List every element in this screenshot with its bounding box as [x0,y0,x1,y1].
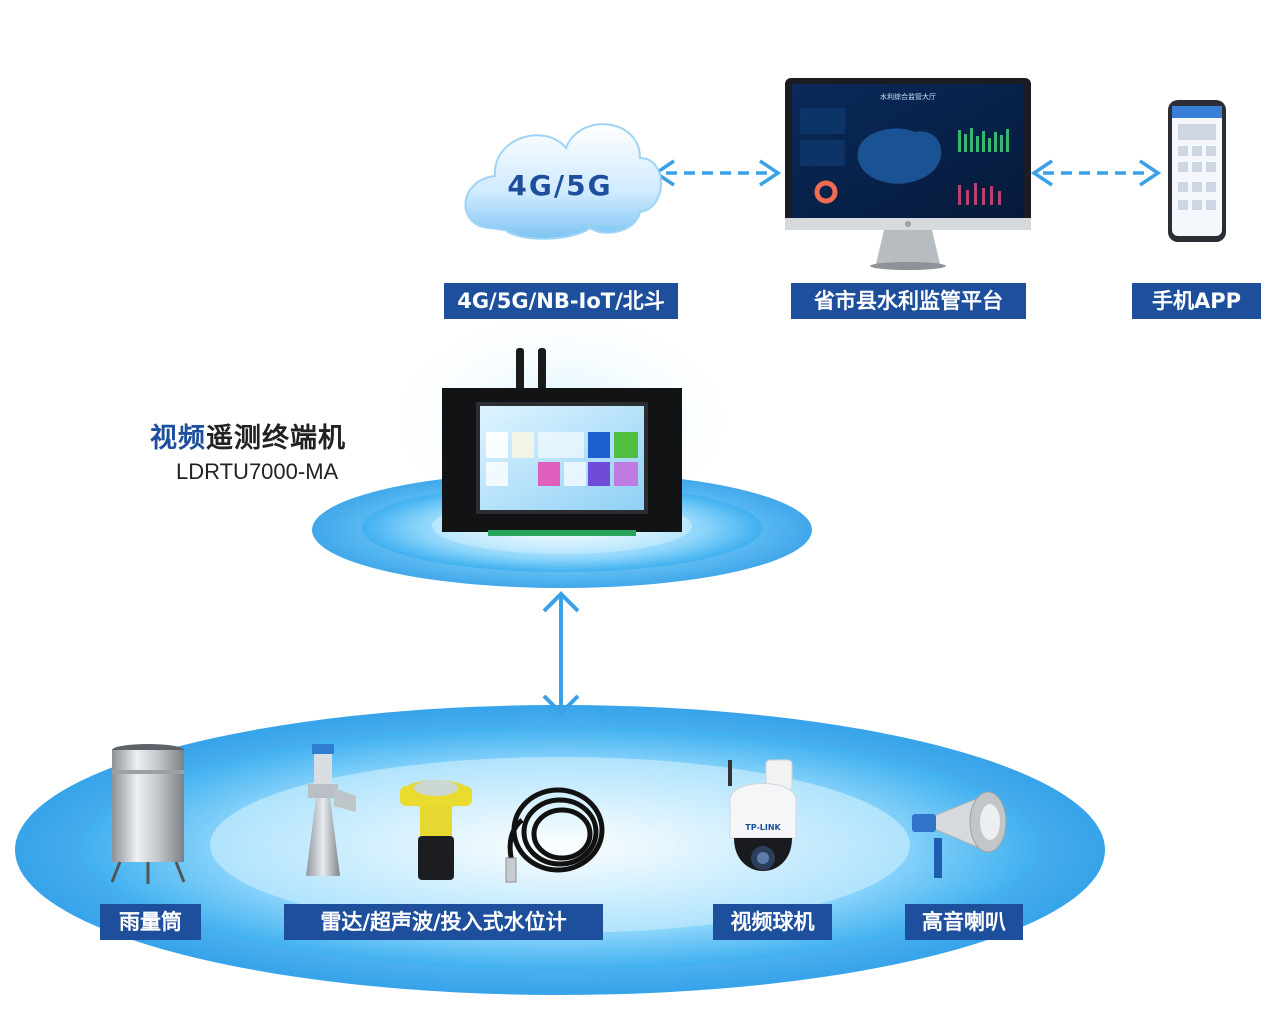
label-camera: 视频球机 [713,904,832,940]
ultrasonic-level-icon [400,780,472,880]
terminal-name: 视频遥测终端机 [150,416,390,455]
terminal-name-rest: 遥测终端机 [206,423,346,454]
terminal-title-block: 视频遥测终端机 LDRTU7000-MA [150,416,390,485]
terminal-name-highlight: 视频 [150,423,206,454]
cloud-icon: 4G/5G [464,123,662,240]
monitor-screen-title: 水利综合监管大厅 [880,92,936,101]
horn-speaker-icon [912,791,1007,878]
terminal-model: LDRTU7000-MA [176,459,339,484]
rain-gauge-icon [110,744,186,884]
cloud-text: 4G/5G [507,169,612,202]
label-network: 4G/5G/NB-IoT/北斗 [444,283,678,319]
camera-brand: TP-LINK [745,823,781,832]
terminal-device-icon [442,348,682,536]
double-arrow-terminal-sensors [542,591,580,716]
label-speaker: 高音喇叭 [905,904,1023,940]
dome-camera-icon: TP-LINK [728,759,797,871]
label-rain-gauge: 雨量筒 [100,904,201,940]
dashed-arrow-platform-app [1030,159,1162,187]
label-platform: 省市县水利监管平台 [791,283,1026,319]
label-level-meters: 雷达/超声波/投入式水位计 [284,904,603,940]
monitor-icon: 水利综合监管大厅 [785,78,1031,270]
phone-icon [1168,100,1226,242]
radar-level-icon [306,744,356,876]
dashed-arrow-cloud-platform [652,159,782,187]
pressure-sensor-icon [505,787,605,883]
label-app: 手机APP [1132,283,1261,319]
